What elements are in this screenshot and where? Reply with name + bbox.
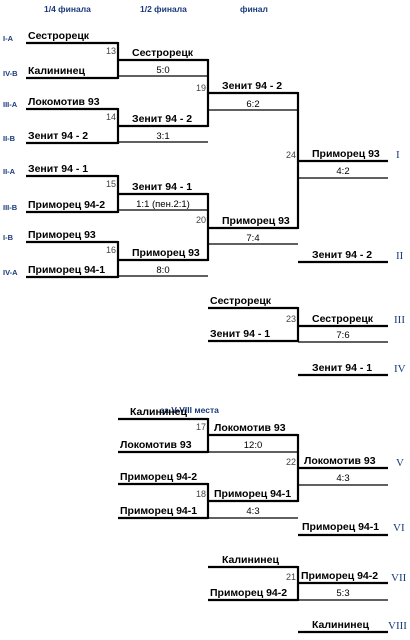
match-number: 15 [105,179,116,189]
team-name: Приморец 94-2 [120,471,198,483]
team-name: Зенит 94 - 2 [312,249,373,261]
rank-label: IV [394,363,406,375]
match-number: 13 [105,46,116,56]
header-semifinal: 1/2 финала [140,4,187,14]
rank-label: VIII [388,620,407,632]
match-score: 7:4 [246,233,260,244]
match-number: 23 [285,314,296,324]
team-name: Сестрорецк [312,313,374,325]
team-name: Зенит 94 - 1 [210,328,271,340]
header-places-5-8: за V-VIII места [160,405,219,415]
seed-label: IV-A [3,268,18,277]
team-name: Приморец 94-2 [28,199,106,211]
match-score: 7:6 [336,330,350,341]
match-number: 20 [195,215,206,225]
rank-label: V [396,457,404,469]
team-name: Зенит 94 - 2 [222,80,283,92]
team-name: Приморец 93 [28,229,96,241]
team-name: Приморец 94-1 [302,521,380,533]
rank-label: VII [391,572,407,584]
team-name: Приморец 94-1 [214,488,292,500]
rank-label: II [396,250,404,262]
match-number: 24 [285,150,296,160]
match-score: 6:2 [246,99,260,110]
team-name: Локомотив 93 [214,422,286,434]
team-name: Калининец [222,554,279,566]
match-score: 1:1 (пен.2:1) [136,199,190,210]
match-score: 4:3 [246,506,260,517]
header-final: финал [240,4,268,14]
team-name: Зенит 94 - 1 [312,362,373,374]
match-score: 5:0 [156,65,170,76]
team-name: Калининец [130,406,187,418]
team-name: Локомотив 93 [28,96,100,108]
match-score: 8:0 [156,265,170,276]
team-name: Зенит 94 - 1 [132,181,193,193]
match-score: 3:1 [156,131,170,142]
team-name: Зенит 94 - 2 [132,113,193,125]
team-name: Локомотив 93 [304,455,376,467]
team-name: Приморец 93 [132,247,200,259]
team-name: Приморец 93 [312,148,380,160]
team-name: Сестрорецк [132,47,194,59]
rank-label: I [396,149,400,161]
match-score: 4:2 [336,166,350,177]
team-name: Приморец 94-2 [210,587,288,599]
match-number: 16 [105,245,116,255]
match-score: 12:0 [243,440,263,451]
seed-label: I-A [3,34,13,43]
match-number: 21 [285,572,296,582]
team-name: Локомотив 93 [120,439,192,451]
seed-label: III-A [3,100,18,109]
seed-label: IV-B [3,69,18,78]
team-name: Калининец [28,65,85,77]
rank-label: III [394,314,405,326]
seed-label: III-B [3,203,18,212]
match-score: 4:3 [336,473,350,484]
team-name: Зенит 94 - 2 [28,130,89,142]
team-name: Приморец 93 [222,215,290,227]
header-quarterfinal: 1/4 финала [44,4,91,14]
match-number: 22 [285,457,296,467]
match-number: 19 [195,83,206,93]
team-name: Приморец 94-2 [301,570,379,582]
match-number: 17 [195,422,206,432]
seed-label: II-A [3,167,16,176]
seed-label: II-B [3,134,16,143]
match-number: 14 [105,112,116,122]
seed-label: I-B [3,233,13,242]
team-name: Сестрорецк [210,295,272,307]
team-name: Зенит 94 - 1 [28,163,89,175]
team-name: Приморец 94-1 [120,505,198,517]
rank-label: VI [393,522,405,534]
team-name: Калининец [312,619,369,631]
team-name: Приморец 94-1 [28,264,106,276]
team-name: Сестрорецк [28,30,90,42]
match-score: 5:3 [336,588,350,599]
match-number: 18 [195,489,206,499]
